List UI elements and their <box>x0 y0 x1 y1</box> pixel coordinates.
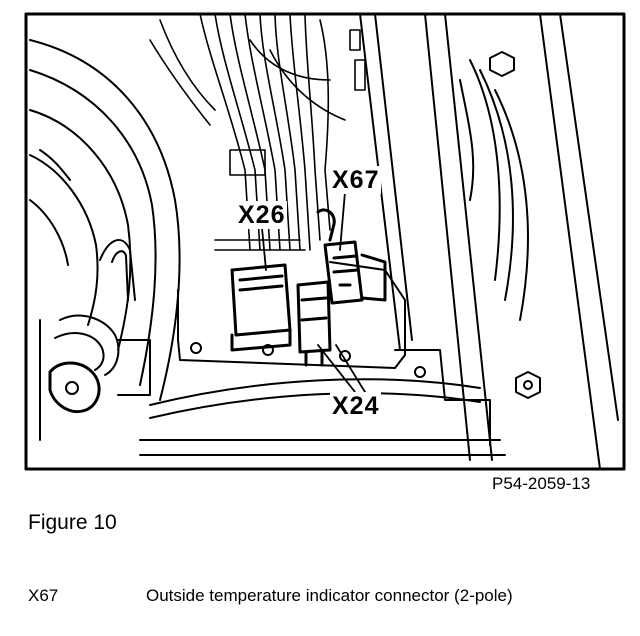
figure-reference-code: P54-2059-13 <box>492 474 591 493</box>
wiring-harness <box>149 13 366 251</box>
engine-compartment-illustration <box>24 12 626 471</box>
legend-description: Outside temperature indicator connector … <box>146 586 513 605</box>
hoses <box>39 238 151 441</box>
callout-x67: X67 <box>330 166 382 194</box>
bottom-rail <box>139 349 506 456</box>
right-structure <box>359 13 619 470</box>
illustration-frame <box>24 12 626 471</box>
x24-connector <box>296 280 332 367</box>
callout-x26: X26 <box>236 201 288 229</box>
wheel-housing <box>29 39 181 401</box>
figure-caption: Figure 10 <box>28 511 117 534</box>
x26-connector <box>230 263 292 352</box>
connector-housing <box>177 261 406 369</box>
leader-lines <box>261 191 366 393</box>
callout-x24: X24 <box>330 392 382 420</box>
legend-code: X67 <box>28 586 59 605</box>
x67-connector <box>316 208 387 305</box>
